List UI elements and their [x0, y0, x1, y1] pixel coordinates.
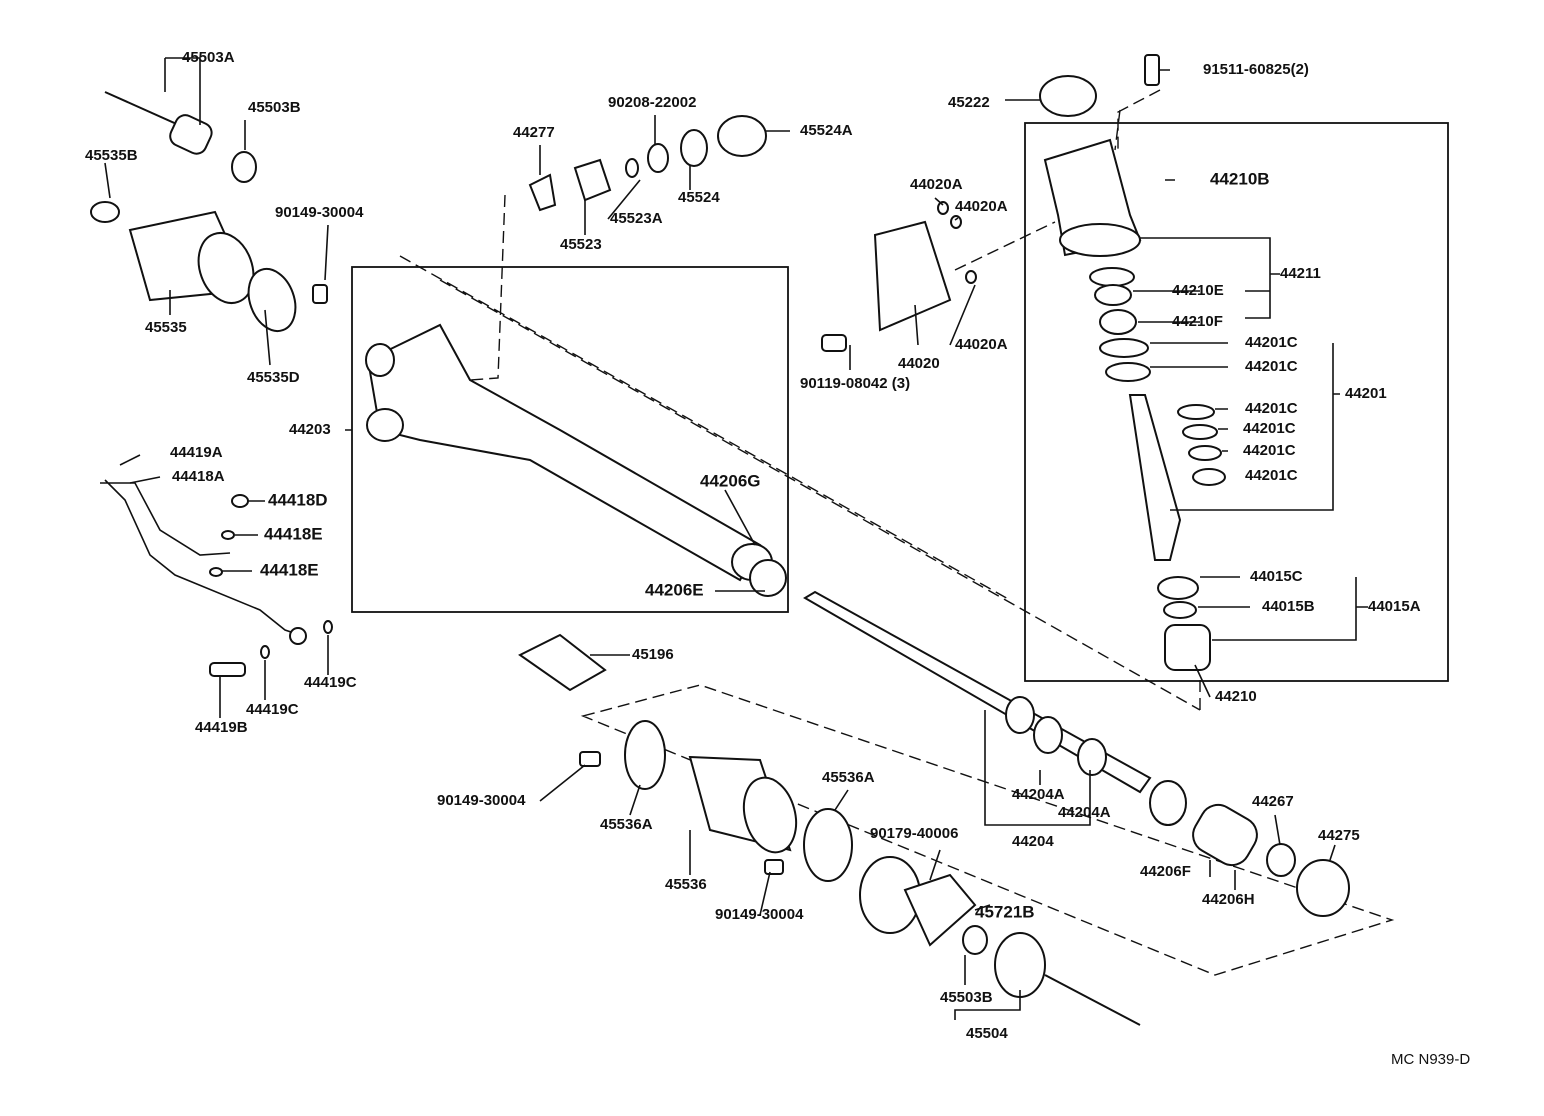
part-45524A	[717, 115, 767, 157]
bolt-91511	[1144, 54, 1160, 86]
label-44204: 44204	[1012, 833, 1054, 850]
part-44206F	[1149, 780, 1187, 826]
label-44210E: 44210E	[1172, 282, 1224, 299]
boot-left	[90, 201, 328, 332]
label-90179: 90179-40006	[870, 825, 958, 842]
label-45523A: 45523A	[610, 210, 663, 227]
diagram-code: MC N939-D	[1391, 1051, 1470, 1068]
label-44020A-2: 44020A	[955, 198, 1008, 215]
label-45503B-top: 45503B	[248, 99, 301, 116]
label-44203: 44203	[289, 421, 331, 438]
rack-housing-box	[351, 266, 789, 613]
part-45222	[1039, 75, 1097, 117]
part-44277	[528, 173, 557, 212]
label-45524: 45524	[678, 189, 720, 206]
tie-rod-right	[1044, 974, 1141, 1026]
part-44020	[873, 220, 952, 332]
label-44020A-1: 44020A	[910, 176, 963, 193]
label-44204A-2: 44204A	[1058, 804, 1111, 821]
valve-body	[1043, 138, 1226, 671]
part-45524	[680, 129, 708, 167]
label-44418E-2: 44418E	[260, 560, 319, 579]
label-44015A: 44015A	[1368, 598, 1421, 615]
label-44419A: 44419A	[170, 444, 223, 461]
label-44201C-5: 44201C	[1243, 442, 1296, 459]
tie-rod-left	[104, 91, 257, 183]
part-44267	[1266, 843, 1296, 877]
part-45523	[573, 158, 612, 202]
pressure-tubes	[100, 479, 301, 636]
label-44277: 44277	[513, 124, 555, 141]
label-45524A: 45524A	[800, 122, 853, 139]
part-44275	[1296, 859, 1350, 917]
label-45535D: 45535D	[247, 369, 300, 386]
part-45523A	[625, 158, 639, 178]
label-44206F: 44206F	[1140, 863, 1191, 880]
label-44206E: 44206E	[645, 580, 704, 599]
label-90149-top: 90149-30004	[275, 204, 364, 221]
rack-bar	[803, 590, 1152, 794]
label-45721B: 45721B	[975, 902, 1035, 921]
label-44418A: 44418A	[172, 468, 225, 485]
label-44275: 44275	[1318, 827, 1360, 844]
label-44201C-2: 44201C	[1245, 358, 1298, 375]
label-44210B: 44210B	[1210, 169, 1270, 188]
label-45536A-2: 45536A	[822, 769, 875, 786]
label-44201C-3: 44201C	[1245, 400, 1298, 417]
right-side-group-outline	[580, 684, 1395, 976]
label-44201C-1: 44201C	[1245, 334, 1298, 351]
label-44210F: 44210F	[1172, 313, 1223, 330]
label-44419B: 44419B	[195, 719, 248, 736]
label-45503A: 45503A	[182, 49, 235, 66]
label-44419C-1: 44419C	[304, 674, 357, 691]
clamp-45536A-right	[803, 808, 853, 882]
label-45503B-bot: 45503B	[940, 989, 993, 1006]
label-91511: 91511-60825(2)	[1203, 61, 1309, 78]
label-45535: 45535	[145, 319, 187, 336]
label-44267: 44267	[1252, 793, 1294, 810]
bracket-45721B	[903, 873, 977, 947]
valve-assembly-box	[1024, 122, 1449, 682]
label-45535B: 45535B	[85, 147, 138, 164]
label-44201C-4: 44201C	[1243, 420, 1296, 437]
label-45536: 45536	[665, 876, 707, 893]
label-45536A-1: 45536A	[600, 816, 653, 833]
label-44201C-6: 44201C	[1245, 467, 1298, 484]
label-45196: 45196	[632, 646, 674, 663]
rack-housing	[365, 323, 787, 597]
label-90119: 90119-08042 (3)	[800, 375, 910, 392]
label-44206H: 44206H	[1202, 891, 1255, 908]
label-44015B: 44015B	[1262, 598, 1315, 615]
label-90149-bot: 90149-30004	[715, 906, 804, 923]
label-90208: 90208-22002	[608, 94, 696, 111]
label-44418D: 44418D	[268, 490, 328, 509]
label-44020: 44020	[898, 355, 940, 372]
label-44419C-2: 44419C	[246, 701, 299, 718]
clamp-45536A-left	[624, 720, 666, 790]
part-45196	[518, 633, 607, 692]
label-44204A-1: 44204A	[1012, 786, 1065, 803]
label-44210: 44210	[1215, 688, 1257, 705]
part-44206H	[1192, 803, 1258, 867]
label-44206G: 44206G	[700, 471, 761, 490]
label-44015C: 44015C	[1250, 568, 1303, 585]
part-90208	[647, 143, 669, 173]
label-44020A-3: 44020A	[955, 336, 1008, 353]
label-45222: 45222	[948, 94, 990, 111]
label-45504: 45504	[966, 1025, 1008, 1042]
label-45523: 45523	[560, 236, 602, 253]
label-44201: 44201	[1345, 385, 1387, 402]
label-44211: 44211	[1280, 265, 1321, 282]
label-90149-mid: 90149-30004	[437, 792, 526, 809]
label-44418E-1: 44418E	[264, 524, 323, 543]
